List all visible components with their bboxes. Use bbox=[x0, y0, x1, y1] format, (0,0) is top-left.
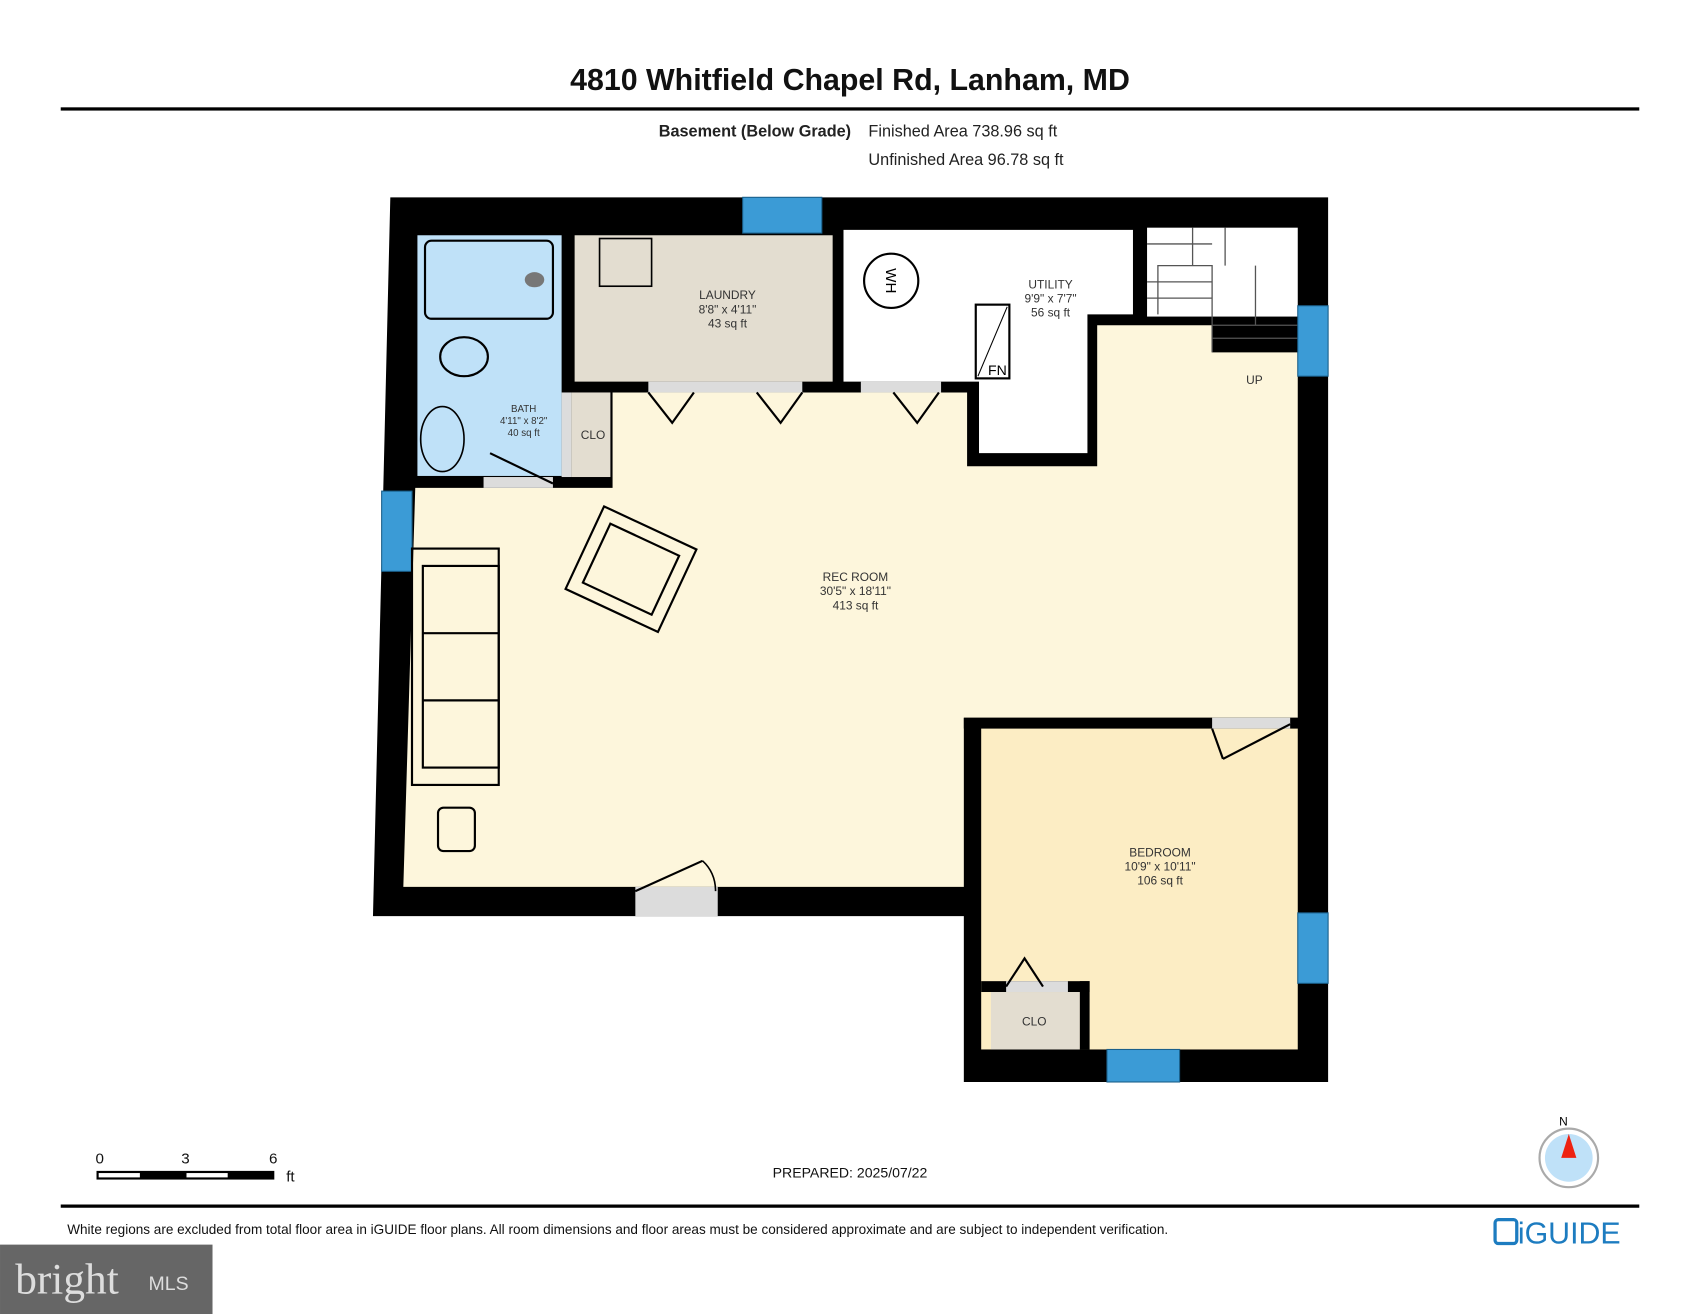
floor-label: Basement (Below Grade) bbox=[659, 123, 851, 141]
bedroom-name: BEDROOM bbox=[1129, 845, 1191, 859]
bedroom-dims: 10'9" x 10'11" bbox=[1125, 860, 1196, 874]
stairs[interactable] bbox=[1147, 227, 1298, 317]
stairs-label: UP bbox=[1246, 373, 1263, 387]
bedroom-door[interactable] bbox=[1212, 717, 1291, 729]
exterior-door[interactable] bbox=[635, 886, 718, 917]
unfinished-area: Unfinished Area 96.78 sq ft bbox=[868, 151, 1064, 169]
bath-closet-floor bbox=[571, 392, 611, 478]
bath-dims: 4'11" x 8'2" bbox=[500, 416, 548, 427]
closet-door[interactable] bbox=[561, 392, 572, 478]
laundry-sink-icon bbox=[598, 237, 653, 288]
bath-area: 40 sq ft bbox=[508, 428, 540, 439]
utility-area: 56 sq ft bbox=[1031, 306, 1071, 320]
scale-bar: 0 3 6 ft bbox=[96, 1150, 296, 1185]
bath-sink-icon bbox=[419, 405, 465, 473]
closet-door[interactable] bbox=[1006, 981, 1068, 993]
bright-mls-watermark: bright MLS bbox=[0, 1244, 213, 1314]
rec-room-name: REC ROOM bbox=[823, 570, 888, 584]
bedroom-area: 106 sq ft bbox=[1137, 874, 1183, 888]
shower-icon bbox=[423, 239, 555, 320]
window-left bbox=[381, 490, 413, 572]
brand-text: iGUIDE bbox=[1518, 1218, 1621, 1251]
rec-room-dims: 30'5" x 18'11" bbox=[820, 584, 891, 598]
utility-name: UTILITY bbox=[1028, 277, 1072, 291]
furnace-label: FN bbox=[988, 362, 1007, 378]
bath-floor bbox=[417, 235, 562, 476]
floor-plan: WH FN bbox=[372, 196, 1329, 1083]
footer-divider bbox=[60, 1204, 1640, 1208]
interior-wall bbox=[963, 717, 1298, 729]
water-heater-icon bbox=[863, 252, 920, 309]
laundry-name: LAUNDRY bbox=[699, 288, 756, 302]
scale-tick: 3 bbox=[181, 1150, 189, 1167]
shower-head-icon bbox=[524, 272, 545, 288]
sofa-icon bbox=[410, 547, 500, 787]
rec-room-area: 413 sq ft bbox=[833, 598, 879, 612]
toilet-icon bbox=[439, 336, 489, 378]
water-heater-label: WH bbox=[882, 268, 899, 293]
scale-tick: 0 bbox=[96, 1150, 104, 1167]
closet-wall bbox=[1079, 981, 1090, 1050]
stair-lines bbox=[1147, 227, 1298, 353]
window-right-upper bbox=[1297, 305, 1329, 377]
rec-room-floor bbox=[403, 325, 1298, 887]
scale-unit: ft bbox=[286, 1169, 295, 1186]
bath-door[interactable] bbox=[483, 477, 553, 488]
finished-area: Finished Area 738.96 sq ft bbox=[868, 123, 1057, 141]
scale-tick: 6 bbox=[269, 1150, 277, 1167]
bath-name: BATH bbox=[511, 404, 536, 415]
utility-door[interactable] bbox=[860, 381, 942, 393]
header-divider bbox=[60, 107, 1640, 111]
windows bbox=[381, 196, 1329, 1083]
laundry-dims: 8'8" x 4'11" bbox=[699, 302, 757, 316]
ottoman-icon bbox=[436, 806, 476, 853]
laundry-doors[interactable] bbox=[648, 381, 803, 393]
iguide-logo: iGUIDE bbox=[1493, 1218, 1621, 1251]
armchair-icon bbox=[564, 504, 698, 634]
disclaimer: White regions are excluded from total fl… bbox=[67, 1222, 1168, 1237]
window-top bbox=[742, 196, 823, 234]
laundry-area: 43 sq ft bbox=[708, 316, 748, 330]
window-bottom bbox=[1106, 1048, 1181, 1083]
laundry-floor bbox=[574, 235, 833, 382]
svg-text:bright: bright bbox=[15, 1255, 119, 1303]
utility-dims: 9'9" x 7'7" bbox=[1025, 291, 1077, 305]
page-title: 4810 Whitfield Chapel Rd, Lanham, MD bbox=[570, 64, 1130, 97]
bath-closet-label: CLO bbox=[581, 428, 605, 442]
svg-text:MLS: MLS bbox=[149, 1273, 189, 1295]
prepared-date: PREPARED: 2025/07/22 bbox=[773, 1164, 928, 1180]
compass-north-label: N bbox=[1559, 1114, 1568, 1128]
bedroom-closet-label: CLO bbox=[1022, 1015, 1046, 1029]
bedroom-closet-floor bbox=[990, 992, 1080, 1050]
compass-icon: N bbox=[1538, 1114, 1600, 1189]
door-swing bbox=[1005, 956, 1044, 988]
window-right-lower bbox=[1297, 912, 1329, 984]
